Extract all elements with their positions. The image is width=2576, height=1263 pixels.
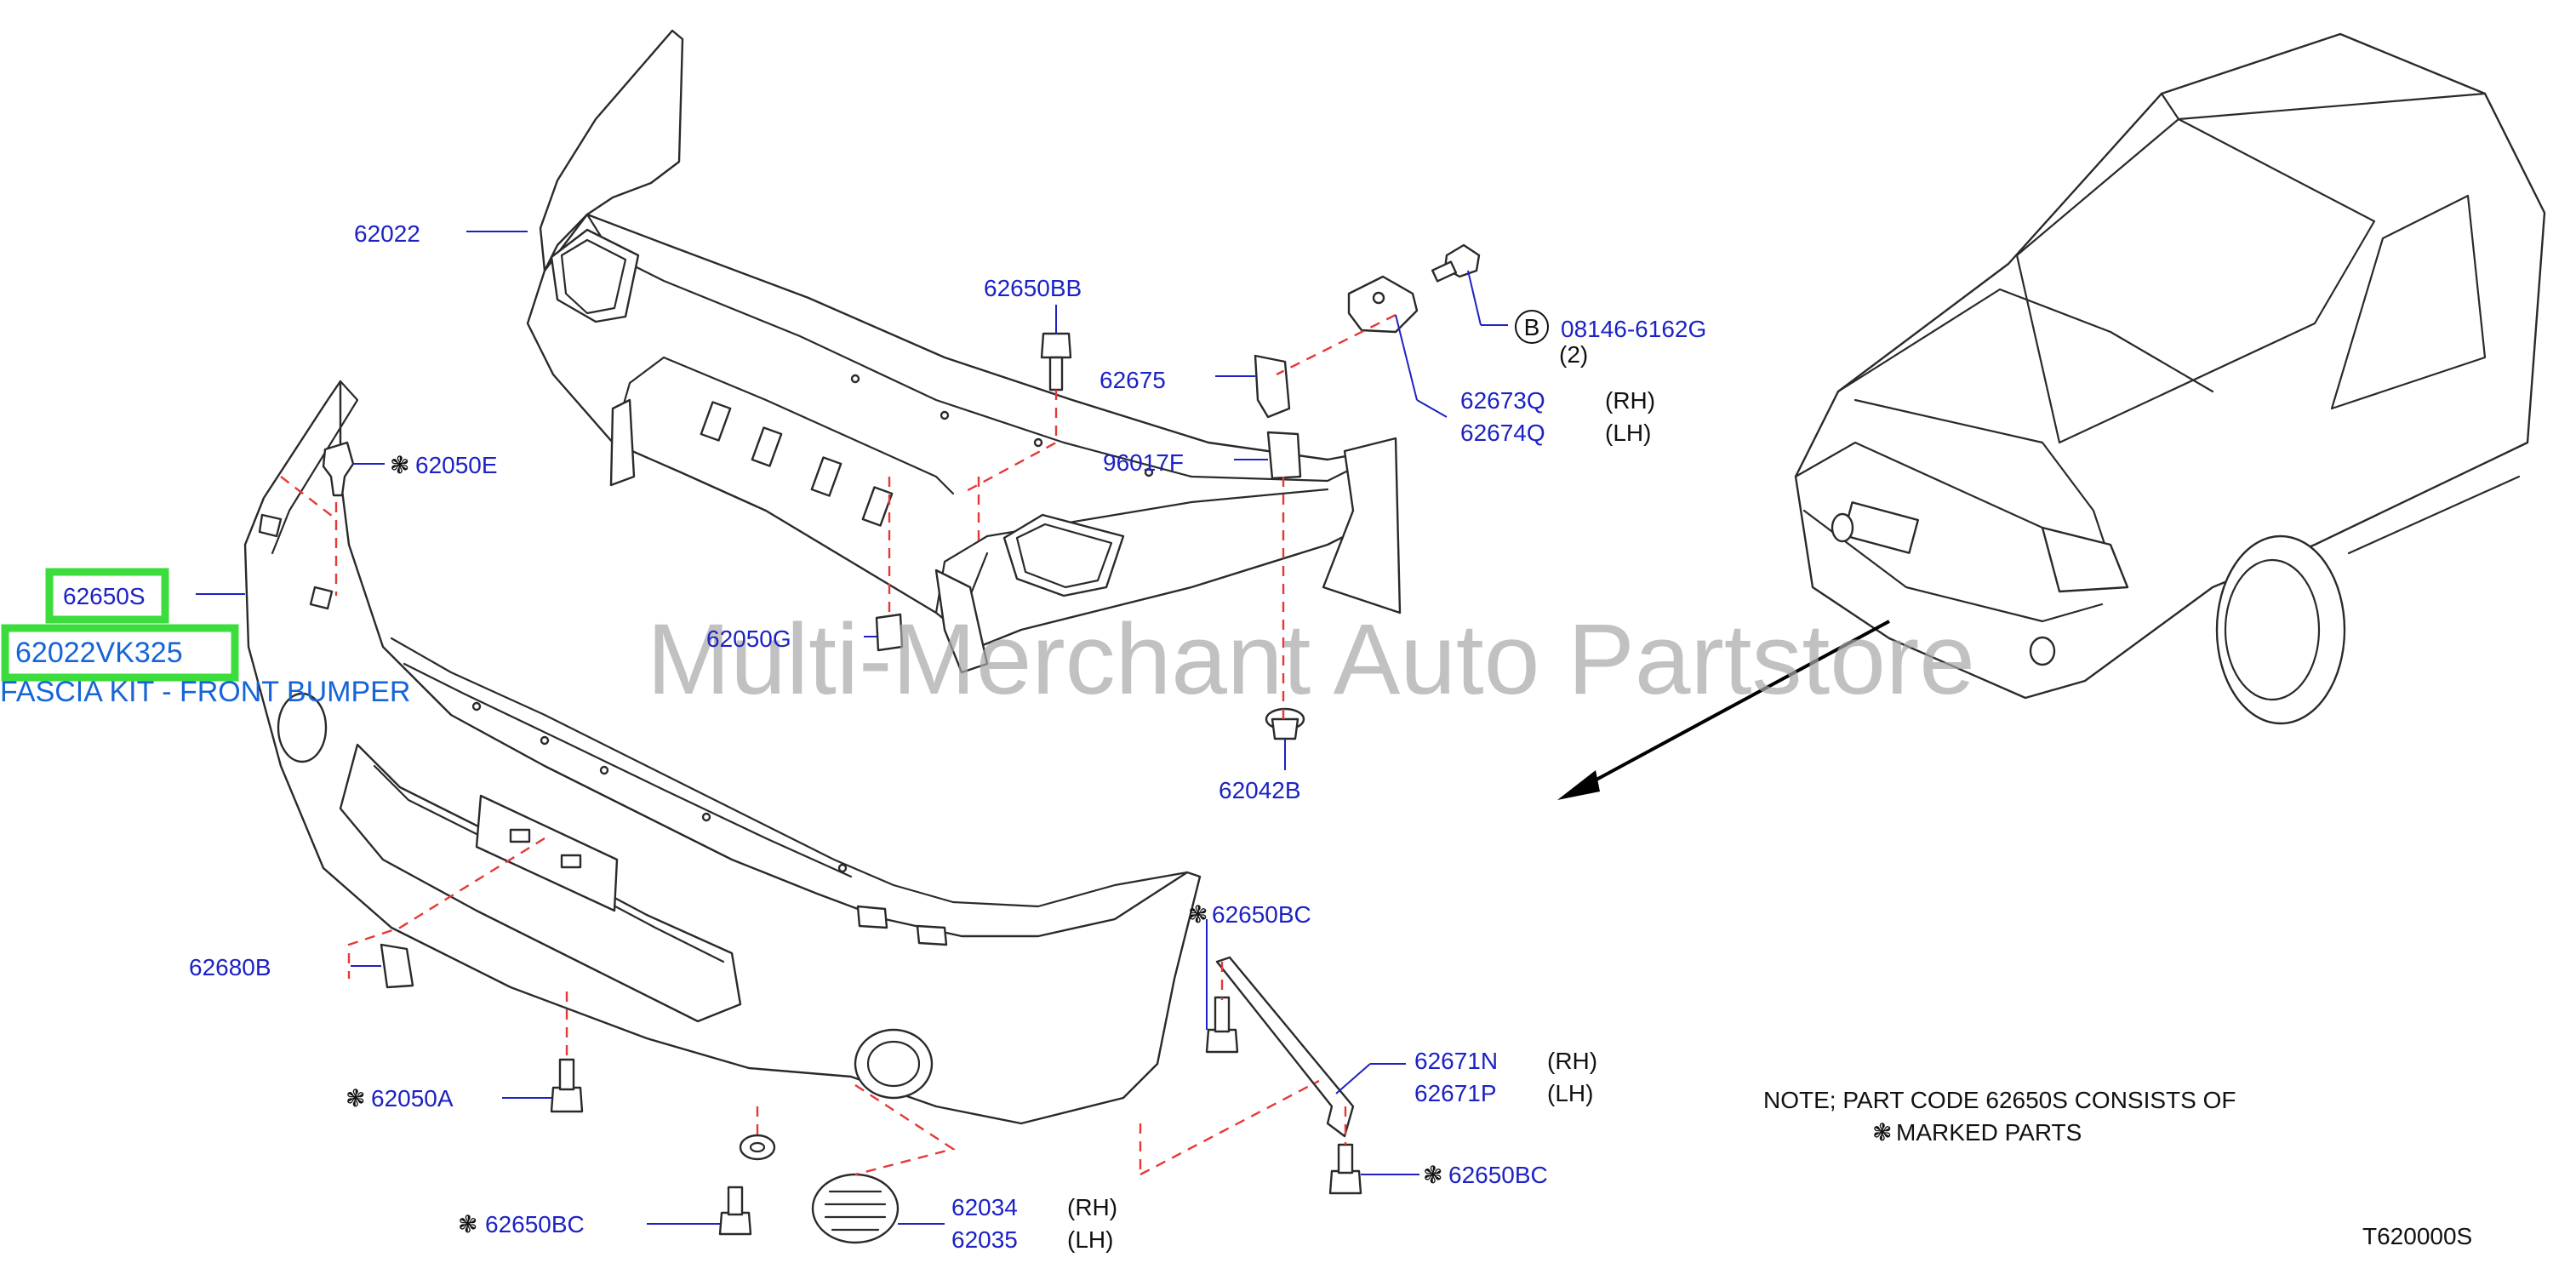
side-label-lh: (LH) [1067,1226,1113,1253]
callout-62674q[interactable]: 62674Q [1460,420,1545,446]
note-line-2: MARKED PARTS [1896,1119,2082,1146]
marker-icon: ❃ [390,452,409,478]
selected-description: FASCIA KIT - FRONT BUMPER [0,676,410,708]
callout-62050a[interactable]: 62050A [371,1085,454,1112]
callout-62050g[interactable]: 62050G [706,626,791,652]
side-label-rh: (RH) [1605,387,1655,414]
badge-circle-icon [1515,310,1549,344]
bumper-reinforcement-beam [526,29,1402,674]
callout-62671p[interactable]: 62671P [1414,1080,1497,1106]
callout-quantity: (2) [1559,341,1588,368]
callout-62022[interactable]: 62022 [354,220,420,247]
callout-62671n[interactable]: 62671N [1414,1048,1498,1074]
marker-icon: ❃ [458,1211,477,1237]
callout-62680b[interactable]: 62680B [189,954,271,980]
leader-lines [196,231,1508,1225]
callout-labels: 62022 62650BB 62675 96017F B 08146-6162G… [189,220,1706,1253]
callout-62042b[interactable]: 62042B [1219,777,1301,803]
diagram-id: T620000S [2362,1223,2472,1249]
assembly-guide-lines [280,313,1397,1176]
note-block: NOTE; PART CODE 62650S CONSISTS OF ❃ MAR… [1763,1087,2236,1146]
callout-62650bb[interactable]: 62650BB [984,275,1082,301]
selected-part-number[interactable]: 62022VK325 [15,637,183,669]
side-label-rh: (RH) [1067,1194,1117,1220]
callout-62675[interactable]: 62675 [1100,367,1166,393]
callout-62650bc-right[interactable]: 62650BC [1448,1162,1548,1188]
marker-icon: ❃ [1188,901,1208,928]
callout-62650bc-top[interactable]: 62650BC [1212,901,1311,928]
callout-badge: B [1524,314,1540,340]
highlight-part-number-box [1,624,239,682]
callout-62650bc-bottom[interactable]: 62650BC [485,1211,585,1237]
callout-62673q[interactable]: 62673Q [1460,387,1545,414]
callout-62034[interactable]: 62034 [951,1194,1018,1220]
marker-icon: ❃ [346,1085,365,1112]
vehicle-locator-view [1794,32,2546,725]
highlight-code-box [45,568,169,624]
side-label-lh: (LH) [1547,1080,1593,1106]
marker-icon: ❃ [1872,1119,1892,1146]
selected-code[interactable]: 62650S [63,583,146,609]
note-line-1: NOTE; PART CODE 62650S CONSISTS OF [1763,1087,2236,1113]
callout-08146-group[interactable]: B 08146-6162G (2) [1515,310,1706,368]
front-bumper-fascia [243,380,1202,1125]
side-label-lh: (LH) [1605,420,1651,446]
callout-08146-6162g[interactable]: 08146-6162G [1561,316,1706,342]
callout-62035[interactable]: 62035 [951,1226,1018,1253]
callout-96017f[interactable]: 96017F [1103,449,1184,476]
small-parts [322,243,1481,1244]
watermark-text: Multi-Merchant Auto Partstore [647,603,1975,716]
callout-62050e[interactable]: 62050E [415,452,498,478]
locator-arrow [1557,620,1890,800]
selected-part-panel[interactable]: 62650S 62022VK325 FASCIA KIT - FRONT BUM… [0,568,410,708]
side-label-rh: (RH) [1547,1048,1597,1074]
marker-icon: ❃ [1423,1162,1442,1188]
